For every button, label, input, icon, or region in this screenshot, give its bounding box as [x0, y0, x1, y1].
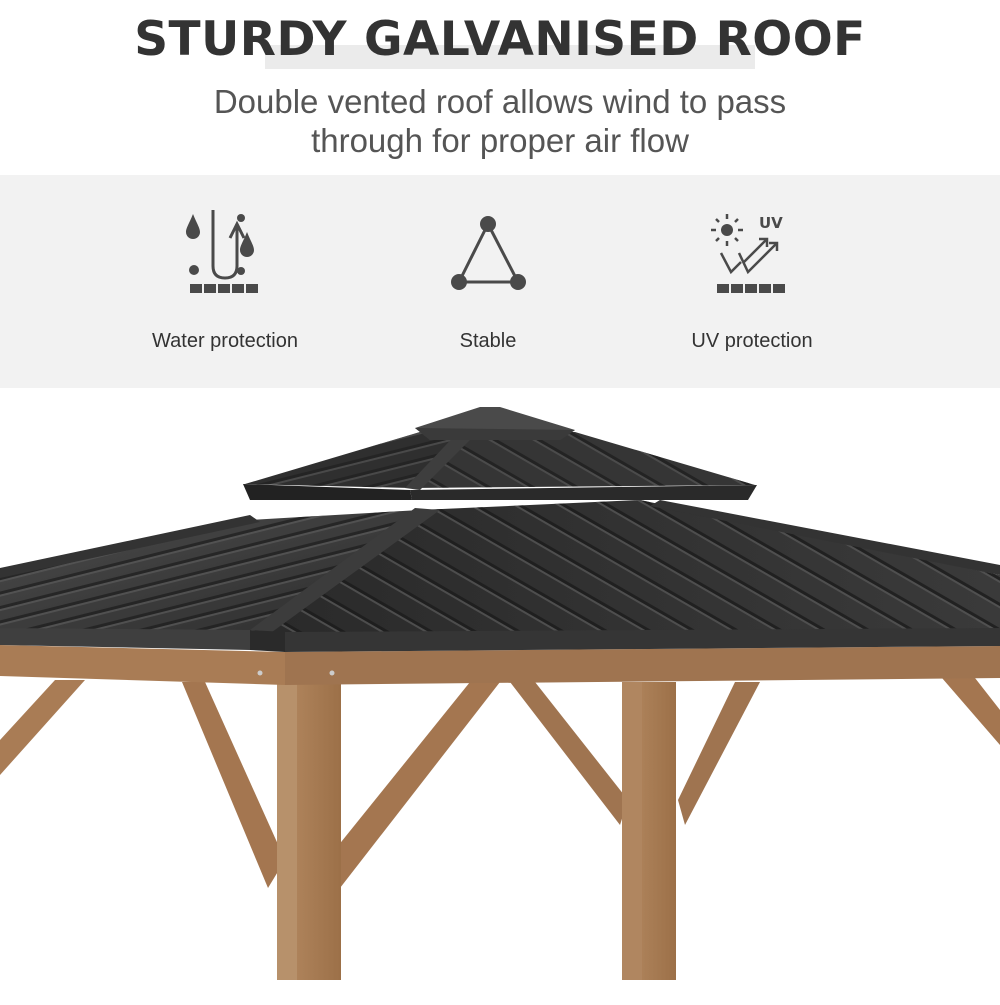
stable-triangle-icon [451, 216, 526, 290]
feature-uv-protection: UV UV protection [632, 175, 872, 388]
header: STURDY GALVANISED ROOF Double vented roo… [0, 0, 1000, 175]
water-protection-icon [186, 210, 258, 293]
feature-water-protection: Water protection [105, 175, 345, 388]
gazebo-product-image [0, 388, 1000, 1000]
wood-frame [0, 645, 1000, 980]
page-title: STURDY GALVANISED ROOF [134, 12, 866, 67]
svg-text:UV: UV [759, 214, 783, 232]
gazebo-illustration [0, 407, 1000, 980]
feature-label: Stable [459, 330, 517, 352]
subtitle-line-2: through for proper air flow [311, 122, 689, 159]
subtitle: Double vented roof allows wind to pass t… [0, 82, 1000, 160]
feature-label: Water protection [152, 330, 298, 352]
upper-roof [243, 407, 757, 500]
uv-protection-icon: UV [711, 214, 785, 293]
features-band: Water protection Stable [0, 175, 1000, 388]
feature-stable: Stable [368, 175, 608, 388]
feature-label: UV protection [691, 330, 813, 352]
subtitle-line-1: Double vented roof allows wind to pass [213, 83, 787, 120]
title-highlight-bar [265, 45, 755, 69]
lower-roof [0, 500, 1000, 652]
